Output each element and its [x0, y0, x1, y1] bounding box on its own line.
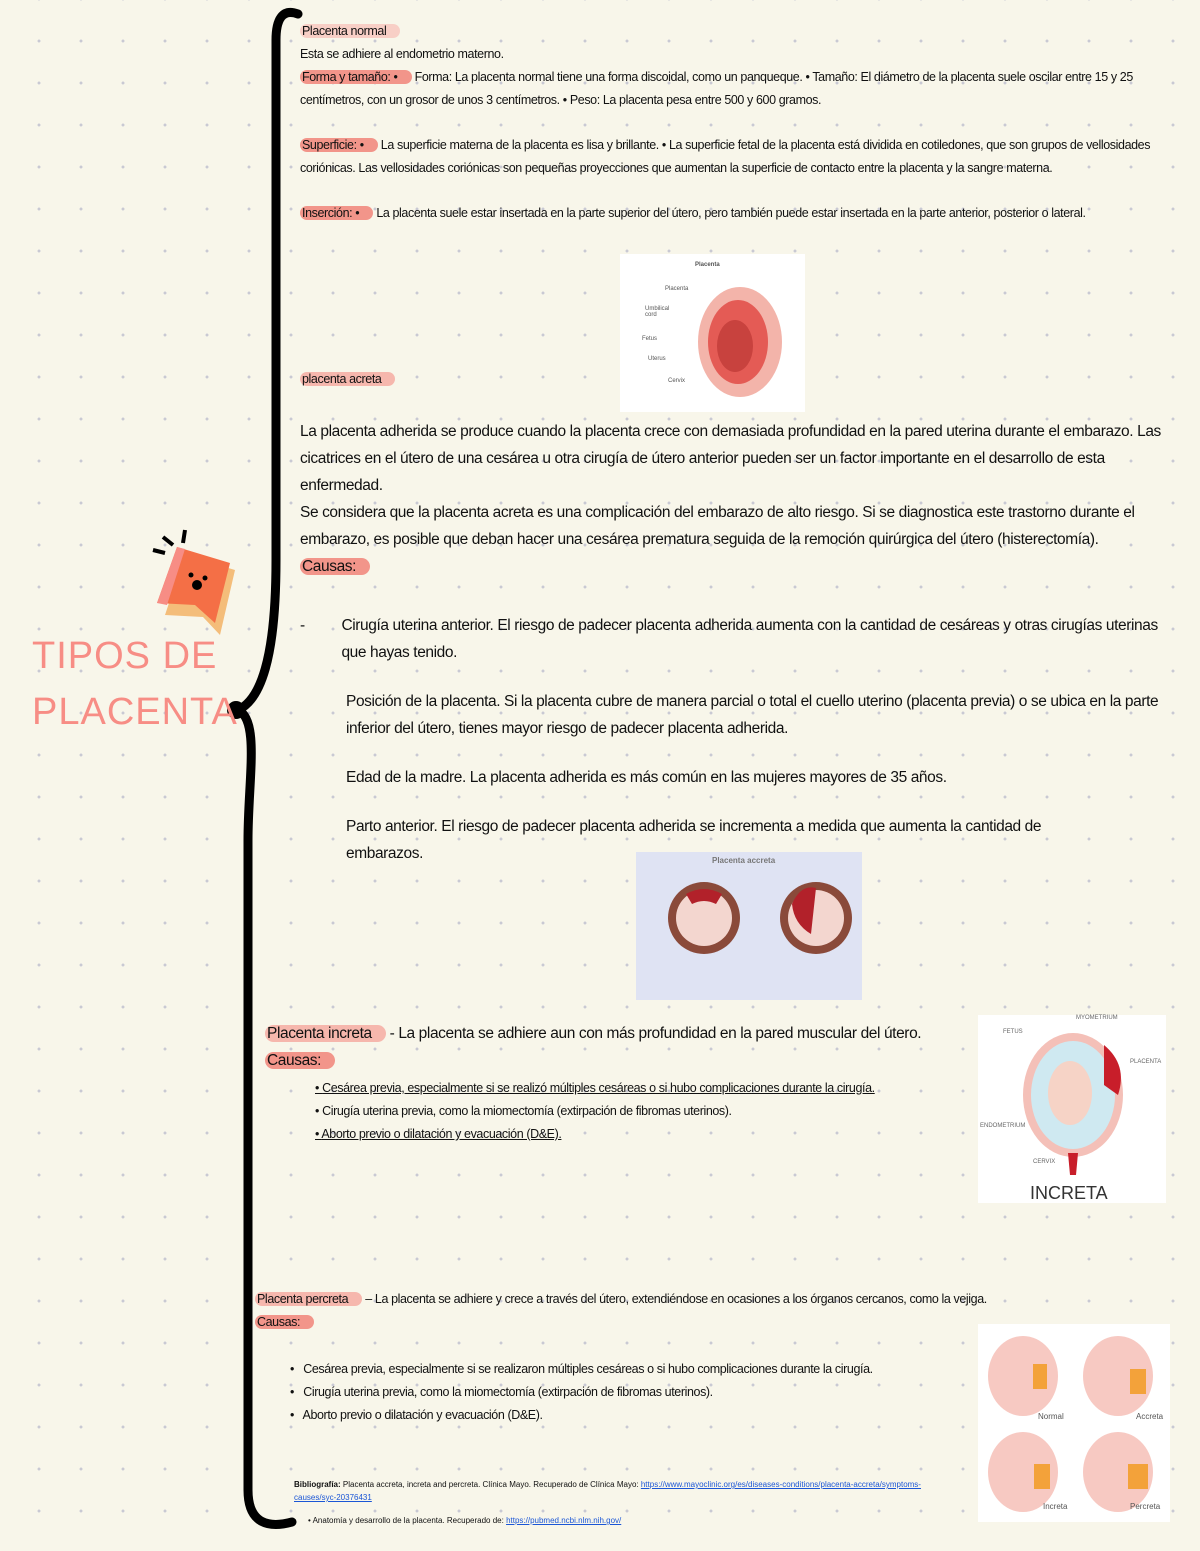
label-causas-increta: Causas:: [265, 1052, 336, 1069]
bibliography-ref: Anatomía y desarrollo de la placenta. Re…: [312, 1516, 504, 1525]
placenta-accreta-image: Placenta accreta: [636, 852, 862, 1000]
label-insercion: Inserción: •: [300, 206, 374, 220]
acreta-paragraph-2: Se considera que la placenta acreta es u…: [300, 504, 1135, 548]
label-forma: Forma y tamaño: •: [300, 70, 412, 84]
acreta-causa: Parto anterior. El riesgo de padecer pla…: [346, 818, 1042, 862]
bookmark-sticker-icon: [152, 529, 235, 635]
label-causas-acreta: Causas:: [300, 558, 371, 575]
percreta-causa: • Cirugía uterina previa, como la miomec…: [290, 1385, 713, 1399]
bibliography-ref: Placenta accreta, increta and percreta. …: [342, 1480, 639, 1489]
acreta-paragraph-1: La placenta adherida se produce cuando l…: [300, 423, 1161, 494]
label-causas-percreta: Causas:: [255, 1315, 315, 1329]
label-superficie: Superficie: •: [300, 138, 378, 152]
bibliography-link[interactable]: https://pubmed.ncbi.nlm.nih.gov/: [506, 1516, 622, 1525]
forma-text: Forma: La placenta normal tiene una form…: [300, 70, 1133, 107]
placenta-diagram-image: Placenta Placenta Umbilical cord Fetus U…: [620, 254, 805, 412]
percreta-causa: • Aborto previo o dilatación y evacuació…: [290, 1408, 543, 1422]
placenta-types-image: Normal Accreta Increta Percreta: [978, 1324, 1170, 1522]
insercion-text: La placenta suele estar insertada en la …: [376, 206, 1086, 220]
superficie-text: La superficie materna de la placenta es …: [300, 138, 1151, 175]
heading-placenta-normal: Placenta normal: [300, 24, 401, 38]
bibliography-label: Bibliografía:: [294, 1480, 341, 1489]
bibliography-link[interactable]: https://www.mayoclinic.org/es/diseases-c…: [294, 1480, 921, 1502]
increta-causa: • Cesárea previa, especialmente si se re…: [315, 1081, 875, 1095]
heading-placenta-increta: Placenta increta: [265, 1025, 386, 1042]
increta-text: - La placenta se adhiere aun con más pro…: [389, 1025, 922, 1042]
acreta-causa: Edad de la madre. La placenta adherida e…: [346, 769, 947, 786]
acreta-causa: Cirugía uterina anterior. El riesgo de p…: [341, 617, 1158, 661]
increta-causa: • Aborto previo o dilatación y evacuació…: [315, 1127, 562, 1141]
increta-diagram-image: FETUS MYOMETRIUM PLACENTA ENDOMETRIUM CE…: [978, 1015, 1166, 1203]
percreta-text: – La placenta se adhiere y crece a travé…: [365, 1292, 987, 1306]
title-line-1: TIPOS DE: [32, 635, 218, 677]
normal-intro: Esta se adhiere al endometrio materno.: [300, 47, 504, 61]
percreta-causa: • Cesárea previa, especialmente si se re…: [290, 1362, 873, 1376]
heading-placenta-percreta: Placenta percreta: [255, 1292, 363, 1306]
mindmap-brace: [227, 8, 303, 1529]
acreta-causa: Posición de la placenta. Si la placenta …: [346, 693, 1159, 737]
title-line-2: PLACENTA: [32, 691, 238, 733]
heading-placenta-acreta: placenta acreta: [300, 372, 396, 386]
increta-causa: • Cirugía uterina previa, como la miomec…: [315, 1104, 732, 1118]
